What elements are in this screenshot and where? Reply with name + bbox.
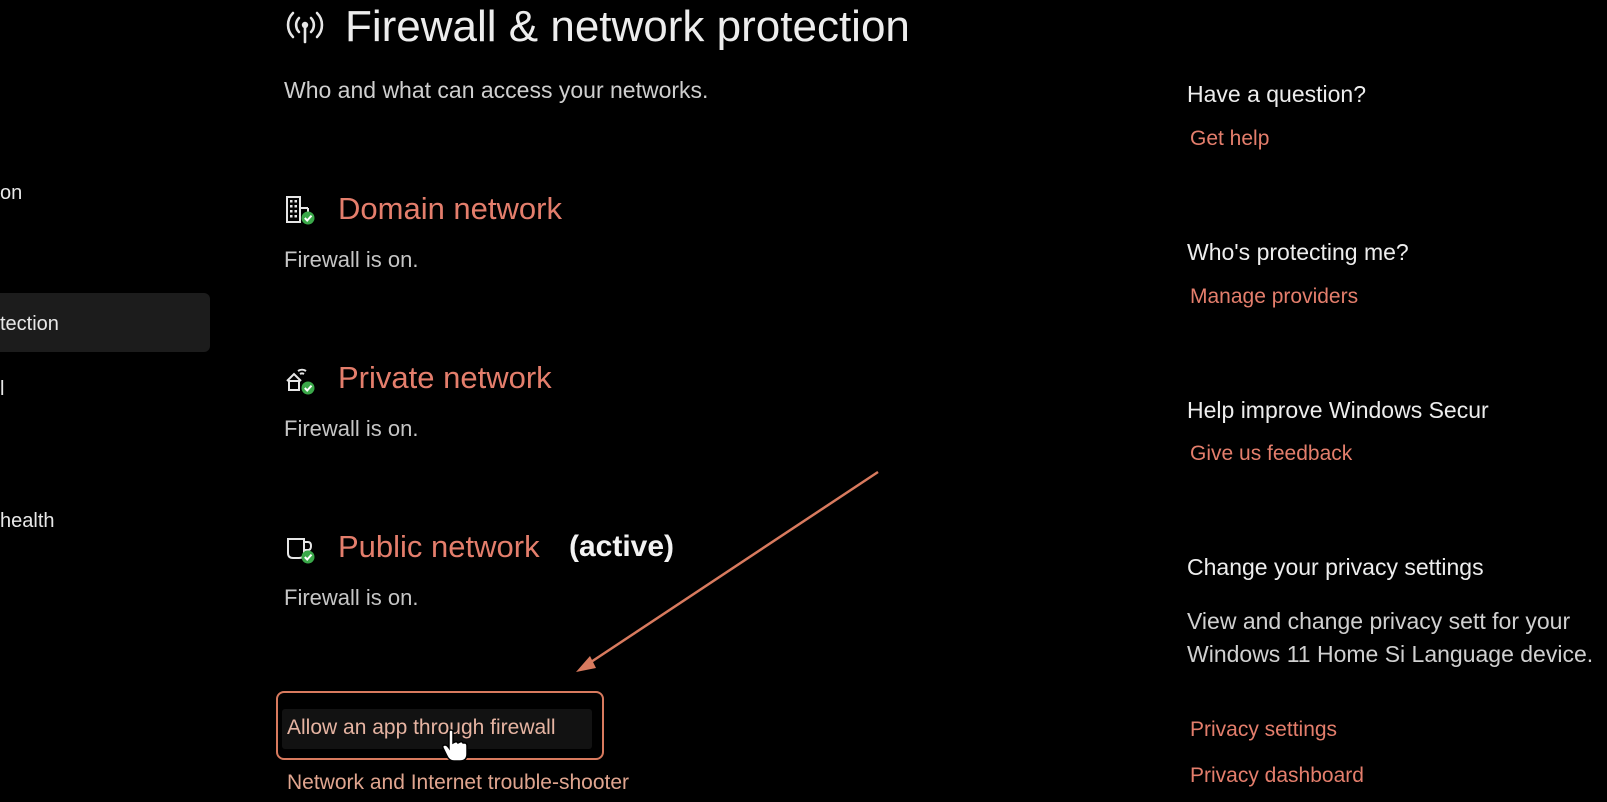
- privacy-description: View and change privacy sett for your Wi…: [1187, 608, 1594, 667]
- privacy-dashboard-link[interactable]: Privacy dashboard: [1190, 764, 1364, 787]
- windows-security-window: on tection l health Firewall & network p…: [0, 2, 1593, 794]
- page-title: Firewall & network protection: [345, 2, 910, 51]
- hand-cursor-icon: [442, 729, 468, 762]
- allow-app-hover-highlight: [282, 709, 592, 749]
- network-troubleshooter-link[interactable]: Network and Internet trouble-shooter: [287, 771, 630, 794]
- private-network-link[interactable]: Private network: [338, 360, 552, 395]
- sidebar-item-virus-protection[interactable]: on: [0, 182, 23, 204]
- manage-providers-link[interactable]: Manage providers: [1190, 285, 1359, 308]
- domain-building-icon: [286, 196, 315, 225]
- get-help-link[interactable]: Get help: [1190, 127, 1270, 150]
- public-network-link[interactable]: Public network: [338, 529, 540, 564]
- public-network-icon: [287, 538, 315, 564]
- sidebar-selected-highlight: [0, 293, 210, 352]
- sidebar-item-device-health[interactable]: health: [0, 510, 55, 532]
- domain-network-link[interactable]: Domain network: [338, 191, 562, 226]
- page-subtitle: Who and what can access your networks.: [284, 77, 709, 103]
- private-network-status: Firewall is on.: [284, 416, 419, 441]
- have-question-heading: Have a question?: [1187, 81, 1367, 107]
- wireless-antenna-icon: [286, 11, 324, 44]
- public-network-status: Firewall is on.: [284, 585, 419, 610]
- allow-app-through-firewall-link[interactable]: Allow an app through firewall: [287, 716, 556, 739]
- private-network-icon: [286, 368, 315, 395]
- privacy-heading: Change your privacy settings: [1187, 554, 1484, 580]
- privacy-settings-link[interactable]: Privacy settings: [1190, 718, 1338, 741]
- domain-network-status: Firewall is on.: [284, 247, 419, 272]
- sidebar-item-app-browser-control[interactable]: l: [0, 378, 5, 400]
- annotation-highlight-box: [276, 691, 604, 760]
- who-protecting-heading: Who's protecting me?: [1187, 239, 1409, 265]
- help-improve-heading: Help improve Windows Secur: [1187, 397, 1489, 423]
- give-feedback-link[interactable]: Give us feedback: [1190, 442, 1353, 465]
- active-badge: (active): [569, 530, 675, 563]
- sidebar-item-firewall-protection[interactable]: tection: [0, 313, 59, 335]
